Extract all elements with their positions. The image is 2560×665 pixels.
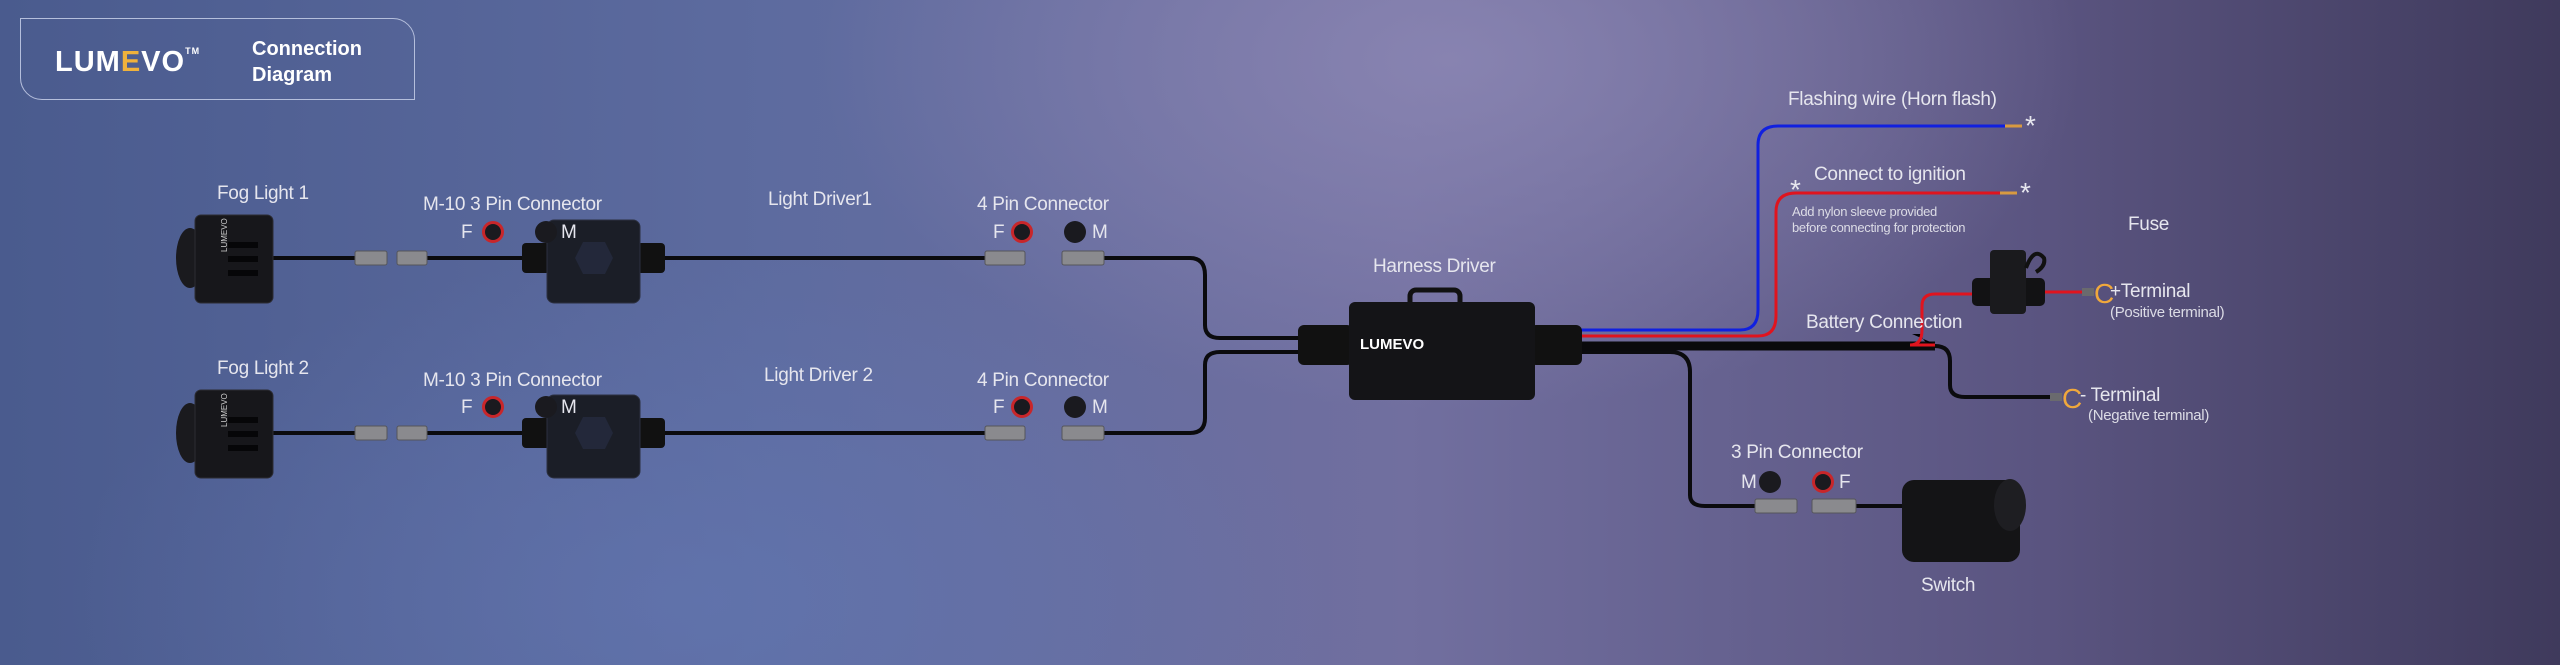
female-label: F [993, 222, 1005, 243]
battery-positive-wire [1910, 334, 1935, 344]
asterisk-icon: * [2025, 110, 2036, 141]
fog-light-1-image [176, 214, 274, 304]
lug-positive [2082, 288, 2094, 296]
m10-male-plug-1 [396, 250, 428, 266]
flash-wire [1580, 124, 2005, 332]
male-pin-icon [535, 221, 557, 243]
title-line-1: Connection [252, 38, 362, 60]
lug-negative [2050, 393, 2062, 401]
female-pin-icon [1812, 471, 1834, 493]
female-pin-icon [482, 396, 504, 418]
negative-terminal-sub: (Negative terminal) [2088, 407, 2210, 424]
switch-image [1902, 479, 2026, 562]
lumevo-logo: LUMEVOTM [55, 46, 200, 79]
female-pin-icon [1011, 396, 1033, 418]
4pin-male-plug-1 [1061, 250, 1105, 266]
fuse-image [1972, 250, 2047, 314]
4pin-female-plug-2 [984, 425, 1026, 441]
4pin-connector-1-label: 4 Pin Connector [977, 194, 1109, 215]
logo-text: LUM [55, 46, 121, 78]
male-pin-icon [1064, 221, 1086, 243]
light-driver-1-label: Light Driver1 [768, 189, 872, 210]
male-label: M [1741, 472, 1757, 493]
asterisk-icon: * [1790, 174, 1801, 205]
m10-connector-1-label: M-10 3 Pin Connector [423, 194, 602, 215]
light-driver-2-label: Light Driver 2 [764, 365, 873, 386]
harness-brand: LUMEVO [1360, 336, 1425, 353]
asterisk-icon: * [2020, 177, 2031, 208]
fog-light-1-brand: LUMEVO [220, 218, 229, 252]
3pin-male-plug [1754, 498, 1798, 514]
cable-negative [1860, 344, 2055, 399]
logo-text-end: VO [141, 46, 186, 78]
female-pin-icon [482, 221, 504, 243]
logo-e: E [120, 46, 142, 78]
m10-connector-2-label: M-10 3 Pin Connector [423, 370, 602, 391]
female-label: F [461, 222, 473, 243]
logo-tm: TM [185, 46, 201, 56]
positive-terminal-icon: C [2094, 278, 2114, 309]
positive-terminal-sub: (Positive terminal) [2110, 304, 2225, 321]
male-pin-icon [1064, 396, 1086, 418]
cable-harness-switch [1580, 350, 1760, 508]
3pin-connector-label: 3 Pin Connector [1731, 442, 1863, 463]
negative-terminal-label: - Terminal [2080, 385, 2161, 406]
light-driver-1-image [522, 219, 665, 304]
fog-light-2-image [176, 389, 274, 479]
fuse-label: Fuse [2128, 214, 2170, 235]
male-label: M [1092, 397, 1108, 418]
cable-4pin1-harness [1100, 256, 1310, 340]
4pin-female-plug-1 [984, 250, 1026, 266]
female-label: F [993, 397, 1005, 418]
3pin-female-plug [1811, 498, 1857, 514]
male-pin-icon [535, 396, 557, 418]
battery-positive-wire [1909, 290, 2085, 347]
male-label: M [561, 222, 577, 243]
harness-driver-label: Harness Driver [1373, 256, 1496, 277]
light-driver-2-image [522, 394, 665, 479]
female-pin-icon [1011, 221, 1033, 243]
fog-light-1-label: Fog Light 1 [217, 183, 309, 204]
negative-terminal-icon: C [2062, 383, 2082, 414]
ignition-note-1: Add nylon sleeve provided [1792, 204, 1937, 219]
male-pin-icon [1759, 471, 1781, 493]
4pin-connector-2-label: 4 Pin Connector [977, 370, 1109, 391]
positive-terminal-label: +Terminal [2110, 281, 2191, 302]
m10-male-plug-2 [396, 425, 428, 441]
4pin-male-plug-2 [1061, 425, 1105, 441]
female-label: F [1839, 472, 1851, 493]
header-box [20, 18, 415, 100]
m10-female-plug-2 [354, 425, 388, 441]
ignition-label: Connect to ignition [1814, 164, 1966, 185]
fog-light-2-brand: LUMEVO [220, 393, 229, 427]
m10-female-plug-1 [354, 250, 388, 266]
male-label: M [561, 397, 577, 418]
ignition-note-2: before connecting for protection [1792, 220, 1966, 235]
title-line-2: Diagram [252, 64, 333, 86]
male-label: M [1092, 222, 1108, 243]
switch-label: Switch [1921, 575, 1976, 596]
battery-connection-label: Battery Connection [1806, 312, 1963, 333]
cable-4pin2-harness [1100, 350, 1310, 435]
flashing-wire-label: Flashing wire (Horn flash) [1788, 89, 1997, 110]
harness-driver-image [1298, 287, 1582, 400]
fog-light-2-label: Fog Light 2 [217, 358, 309, 379]
ignition-wire [1580, 191, 2000, 338]
female-label: F [461, 397, 473, 418]
